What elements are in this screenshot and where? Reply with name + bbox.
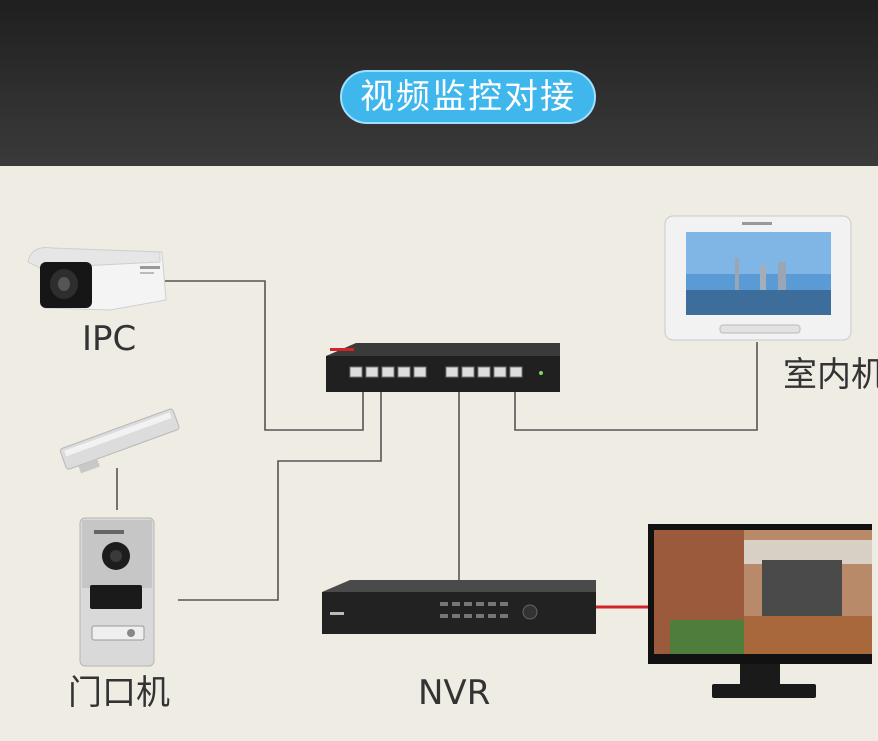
nvr-label: NVR	[418, 676, 490, 710]
magnetic-lock-icon	[60, 408, 183, 477]
poe-switch-icon	[326, 343, 560, 392]
door-station-label: 门口机	[68, 676, 170, 710]
display-monitor-icon	[648, 524, 872, 698]
line-door-switch	[178, 392, 381, 600]
indoor-station-icon	[665, 216, 851, 340]
indoor-station-label: 室内机	[783, 358, 878, 392]
ipc-camera-icon	[28, 248, 166, 310]
ipc-label: IPC	[82, 322, 136, 356]
door-station-icon	[80, 518, 154, 666]
nvr-icon	[322, 580, 596, 634]
